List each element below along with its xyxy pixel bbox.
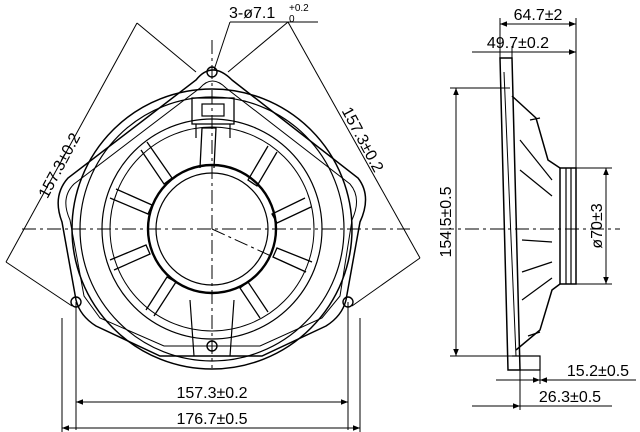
terminal-pin [201, 103, 225, 117]
magnet [559, 167, 577, 285]
basket-ribs [519, 117, 553, 337]
frame-outline [57, 69, 367, 357]
basket-bottom [515, 283, 561, 351]
side-dimension-lines [450, 18, 636, 410]
depth-total-dim: 64.7±2 [514, 7, 563, 24]
center-lines [22, 40, 410, 368]
front-dimension-lines [5, 21, 421, 432]
right-side-dim: 157.3±0.2 [338, 105, 386, 176]
frame-inner-outline [65, 80, 357, 347]
front-view [22, 40, 410, 370]
mount-26-dim: 26.3±0.5 [539, 389, 601, 406]
mount-tab [512, 355, 541, 371]
depth-flange-dim: 49.7±0.2 [487, 35, 549, 52]
bottom-inner-dim: 157.3±0.2 [176, 385, 247, 402]
hole-tol-lower: 0 [289, 14, 295, 25]
bottom-bracket [189, 299, 235, 357]
terminal-block [191, 97, 235, 125]
side-view [440, 57, 620, 371]
mount-15-dim: 15.2±0.5 [567, 363, 629, 380]
hole-tol-upper: +0.2 [289, 3, 309, 14]
basket-top [511, 95, 561, 169]
magnet-diameter-dim: ø70±3 [589, 203, 606, 248]
hole-spec-label: 3-ø7.1 [229, 5, 275, 22]
height-dim: 154.5±0.5 [438, 186, 455, 257]
bottom-outer-dim: 176.7±0.5 [176, 411, 247, 428]
